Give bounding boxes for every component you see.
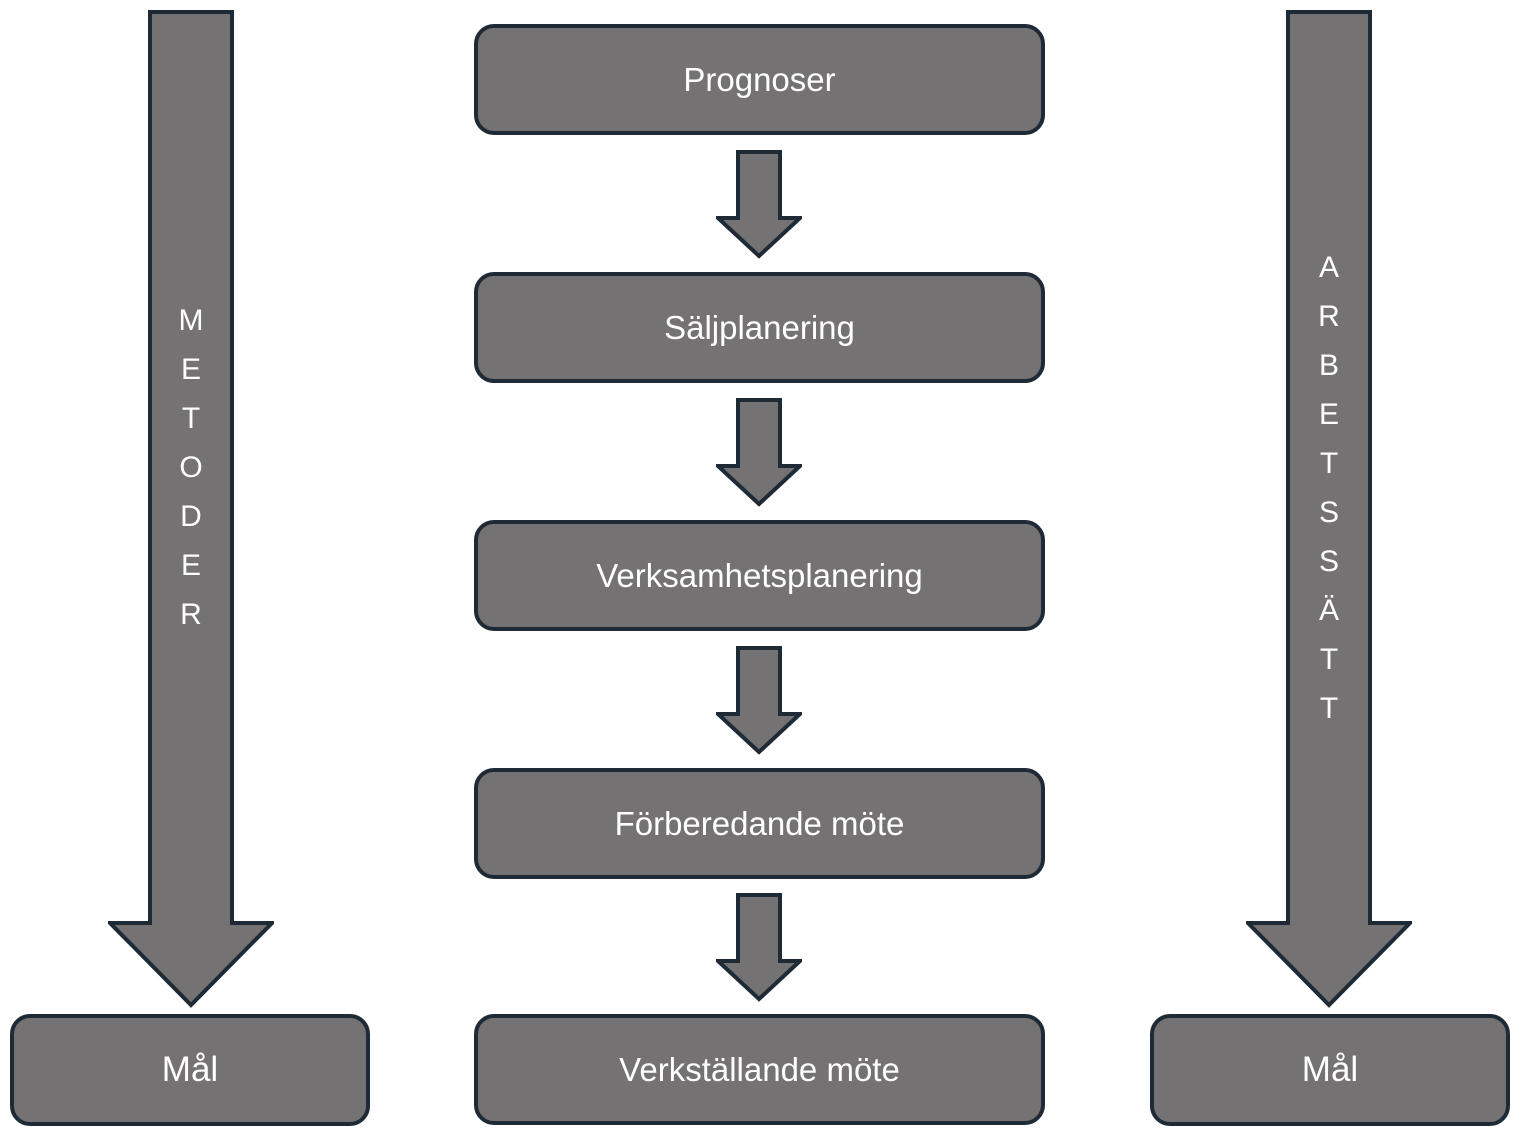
flow-connector-arrow-3 bbox=[716, 646, 802, 755]
flow-step-label: Verkställande möte bbox=[619, 1050, 900, 1088]
flow-step-verksamhetsplanering: Verksamhetsplanering bbox=[474, 520, 1045, 631]
goal-label: Mål bbox=[161, 1049, 219, 1089]
goal-box-right: Mål bbox=[1150, 1014, 1510, 1126]
flow-step-label: Prognoser bbox=[683, 60, 836, 98]
flow-step-label: Förberedande möte bbox=[614, 804, 905, 842]
flow-step-prognoser: Prognoser bbox=[474, 24, 1045, 135]
flow-step-forberedande-mote: Förberedande möte bbox=[474, 768, 1045, 879]
flow-connector-arrow-2 bbox=[716, 398, 802, 507]
arbetssatt-down-arrow-icon bbox=[1246, 10, 1412, 1008]
flow-step-label: Säljplanering bbox=[664, 308, 855, 346]
goal-box-left: Mål bbox=[10, 1014, 370, 1126]
flow-step-saljplanering: Säljplanering bbox=[474, 272, 1045, 383]
flow-connector-arrow-4 bbox=[716, 893, 802, 1002]
metoder-down-arrow-icon bbox=[108, 10, 274, 1008]
flow-connector-arrow-1 bbox=[716, 150, 802, 259]
flow-step-verkstallande-mote: Verkställande möte bbox=[474, 1014, 1045, 1125]
flow-step-label: Verksamhetsplanering bbox=[596, 556, 923, 594]
goal-label: Mål bbox=[1301, 1049, 1359, 1089]
